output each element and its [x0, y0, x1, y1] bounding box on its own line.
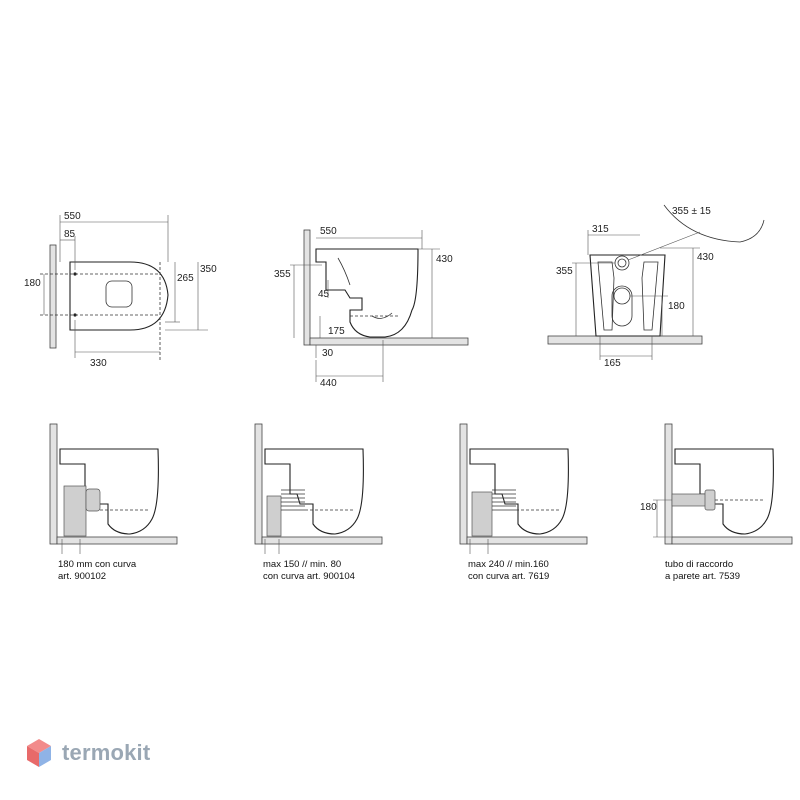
- installation-4-caption-line2: a parete art. 7539: [665, 571, 740, 582]
- top-view-dim-550: 550: [64, 211, 81, 222]
- top-view-dim-180: 180: [24, 278, 41, 289]
- side-view-bowl: [315, 248, 419, 338]
- rear-view-dim-315: 315: [592, 224, 609, 235]
- installation-3-caption-line1: max 240 // min.160: [468, 559, 549, 570]
- installation-variant-4: [653, 423, 793, 545]
- installation-2-caption-line2: con curva art. 900104: [263, 571, 355, 582]
- installation-variant-2: [254, 423, 383, 554]
- installation-1-caption-line1: 180 mm con curva: [58, 559, 137, 570]
- installation-variant-3: [459, 423, 588, 554]
- rear-view-bowl: [589, 254, 666, 337]
- side-view-dim-440: 440: [320, 378, 337, 389]
- side-view-dim-30: 30: [322, 348, 334, 359]
- termokit-logo-icon: [27, 739, 51, 767]
- top-view-dim-265: 265: [177, 273, 194, 284]
- rear-view-dim-430: 430: [697, 252, 714, 263]
- installation-4-dim-180: 180: [640, 502, 657, 513]
- side-view-dim-355: 355: [274, 269, 291, 280]
- top-view: 550 85 180 265 350 330: [24, 211, 217, 369]
- side-view-dim-175: 175: [328, 326, 345, 337]
- installation-2-caption-line1: max 150 // min. 80: [263, 559, 341, 570]
- top-view-dim-330: 330: [90, 358, 107, 369]
- side-view-floor: [309, 337, 469, 346]
- top-view-seat: [105, 280, 133, 308]
- termokit-logo-text: termokit: [62, 740, 151, 765]
- side-view-wall: [303, 229, 311, 346]
- top-view-bowl: [69, 261, 169, 331]
- rear-view-dim-355: 355: [556, 266, 573, 277]
- installation-3-caption-line2: con curva art. 7619: [468, 571, 549, 582]
- installation-variant-1: [49, 423, 178, 554]
- rear-view-floor: [547, 335, 703, 345]
- side-view-dim-550: 550: [320, 226, 337, 237]
- rear-view-dim-355-pm-15: 355 ± 15: [672, 206, 711, 217]
- side-view-dim-430: 430: [436, 254, 453, 265]
- top-view-dim-85: 85: [64, 229, 76, 240]
- top-view-wall: [49, 244, 57, 349]
- rear-view: 355 ± 15 315 430 355 180 165: [547, 204, 765, 369]
- side-view: 550 430 355 45 175 30 440: [274, 226, 469, 389]
- top-view-dim-350: 350: [200, 264, 217, 275]
- installation-4-caption-line1: tubo di raccordo: [665, 559, 733, 570]
- rear-view-dim-180: 180: [668, 301, 685, 312]
- installation-1-caption-line2: art. 900102: [58, 571, 106, 582]
- side-view-dim-45: 45: [318, 289, 330, 300]
- rear-view-dim-165: 165: [604, 358, 621, 369]
